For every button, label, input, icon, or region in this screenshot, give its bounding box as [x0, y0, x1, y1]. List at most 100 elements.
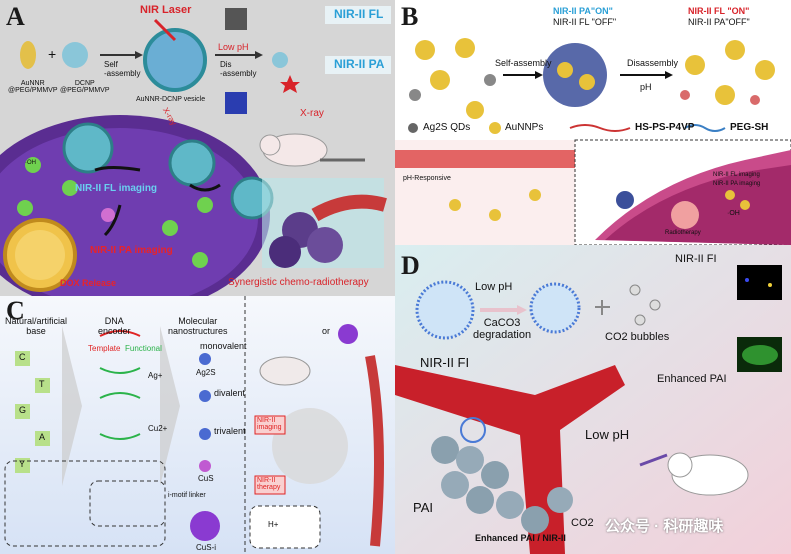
zoom-box-2: [89, 480, 166, 527]
nir-fi-top-d: NIR-II FI: [675, 253, 717, 265]
blood-vessel-d: [395, 365, 625, 554]
au-particle: [415, 40, 435, 60]
enhanced-pai-d: Enhanced PAI: [657, 373, 727, 385]
oh-bubble: [192, 252, 208, 268]
co2-bubble: [629, 284, 641, 296]
nir-imaging-box: [254, 415, 286, 435]
panel-b-letter: B: [401, 2, 419, 31]
cus-i-particle: [190, 511, 220, 541]
dna-template: [99, 330, 141, 337]
plus-label: +: [48, 46, 57, 62]
watermark: 公众号 · 科研趣味: [605, 518, 724, 535]
pa-on-label: NIR-II PA"ON": [553, 6, 613, 16]
cu-label: Cu2+: [148, 424, 168, 433]
nir-therapy-box: [254, 475, 286, 495]
panel-a-illustration: [0, 6, 391, 296]
arrow-imaging: [94, 166, 141, 172]
dox-particle: [101, 208, 115, 222]
panel-d-letter: D: [401, 251, 420, 280]
lysosome-inner: [15, 230, 65, 280]
pai-d: PAI: [413, 500, 433, 515]
nir-fi-d: NIR-II FI: [420, 355, 470, 370]
legend-au-label: AuNNPs: [505, 122, 544, 133]
legend-hs-label: HS-PS-P4VP: [635, 122, 695, 133]
aunnr-dcnp-vesicle: [143, 28, 207, 92]
tumor-cell: [269, 236, 301, 268]
nir-pa-box: [325, 56, 391, 74]
cus-label: CuS: [198, 474, 214, 483]
blood-vessel: [311, 194, 387, 222]
dcnp-label: DCNP @PEG/PMMVP: [60, 80, 110, 94]
oh-bubble: [162, 220, 178, 236]
base-g: G: [19, 405, 27, 415]
cusi-label: CuS-i: [196, 543, 217, 552]
panel-d: D Low pH CaCO3 degradation CO2 bubbles N…: [395, 245, 791, 554]
particle-purple: [338, 324, 358, 344]
tumor-cell: [307, 227, 343, 263]
functional-label: Functional: [125, 344, 162, 353]
oh-bubble: [197, 197, 213, 213]
oh-label: ·OH: [25, 160, 36, 166]
vesicle-particle: [168, 139, 216, 187]
tumor-c: [272, 408, 348, 484]
vessel-top: [395, 150, 575, 168]
mouse-c: [259, 356, 311, 386]
ag-label: Ag+: [148, 371, 163, 380]
nir-laser-label: NIR Laser: [140, 4, 192, 16]
template-label: Template: [88, 344, 121, 353]
laser-beam: [153, 18, 177, 42]
pa-imaging-label: NIR-II PA imaging: [90, 245, 173, 256]
aunnr-label: AuNNR @PEG/PMMVP: [8, 80, 58, 94]
assembly-cluster: [543, 43, 607, 107]
syringe-d: [639, 453, 668, 467]
pa-off-label: NIR-II PA"OFF": [688, 17, 750, 27]
col2-label: DNA encoder: [98, 316, 131, 336]
oh-bubble: [17, 200, 33, 216]
aunnr-rod: [20, 41, 36, 69]
panel-d-illustration: [395, 245, 791, 554]
low-ph-label: Low pH: [218, 42, 249, 52]
col3-label: Molecular nanostructures: [168, 316, 228, 336]
legend-hs-ps: [569, 124, 631, 132]
h-label: H+: [268, 520, 279, 529]
oh-b: ·OH: [727, 210, 740, 217]
co2-d: CO2: [571, 517, 594, 529]
nir-therapy-label: NIR-II therapy: [257, 477, 281, 491]
low-ph2-d: Low pH: [585, 427, 630, 442]
fl-imaging-label: NIR-II FL imaging: [75, 183, 158, 194]
pa-image-thumb: [225, 92, 247, 114]
base-t: T: [39, 379, 45, 389]
or-label: or: [322, 326, 331, 336]
caco3-d: CaCO3 degradation: [473, 317, 532, 341]
self-assembly-label: Self -assembly: [104, 60, 141, 78]
legend-ag2s-label: Ag2S QDs: [423, 122, 471, 133]
fl-on-label: NIR-II FL "ON": [688, 6, 750, 16]
radiotherapy-b: Radiotherapy: [665, 230, 701, 236]
fi-image-thumb: [737, 265, 782, 300]
co2-bubbles-d: CO2 bubbles: [605, 331, 670, 343]
panel-b-illustration: [395, 38, 791, 245]
dox-label: DOX Release: [60, 278, 117, 288]
zoom-box-c: [249, 505, 321, 549]
ph-label-b: pH: [640, 82, 652, 92]
base-box: [15, 351, 30, 366]
panel-b: B NIR-II PA"ON" NIR-II FL "OFF" NIR-II F…: [395, 0, 791, 245]
nir-imaging-label: NIR-II imaging: [257, 417, 282, 431]
enhanced-pai-nir-d: Enhanced PAI / NIR-II: [475, 533, 566, 543]
panel-c: C Natural/artificial base DNA encoder Mo…: [0, 296, 395, 554]
pa-imaging-b: NIR-II PA imaging: [713, 181, 761, 187]
divalent-label: divalent: [214, 388, 246, 398]
oh-bubble: [62, 180, 78, 196]
ag2s-monovalent: [199, 353, 211, 365]
legend-ag2s: [408, 123, 418, 133]
nir-fl-box: [325, 6, 391, 24]
xray-label: X-ray: [300, 108, 324, 119]
ag2s-label: Ag2S: [196, 368, 216, 377]
self-assembly-label-b: Self-assembly: [495, 58, 552, 68]
fl-imaging-b: NIR-II FL imaging: [713, 172, 760, 178]
oh-bubble: [25, 157, 41, 173]
vesicle-label: AuNNR-DCNP vesicle: [136, 96, 206, 103]
nir-fi-waves: [460, 417, 486, 443]
star-icon: [280, 75, 300, 93]
fl-image-thumb: [225, 8, 247, 30]
